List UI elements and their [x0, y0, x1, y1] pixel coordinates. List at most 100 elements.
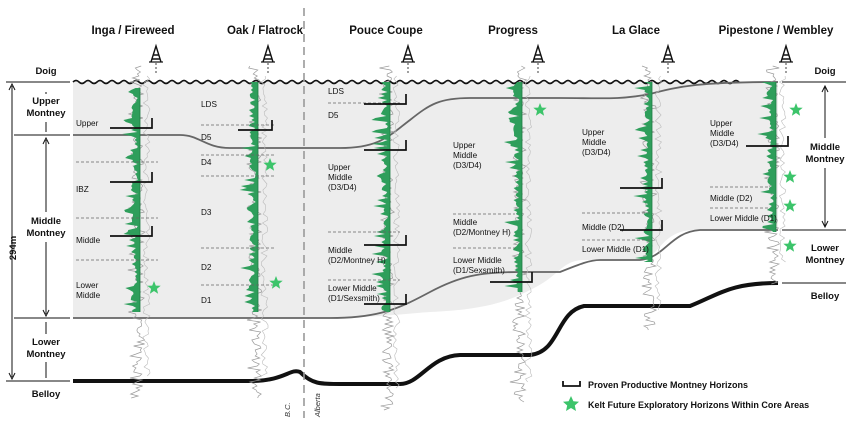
- progress-zone-m-1: Middle: [453, 218, 478, 227]
- proven-horizon-bracket: [110, 118, 153, 129]
- pipestone-zone-um-2: Middle: [710, 129, 735, 138]
- belloy-top: [73, 281, 779, 386]
- pouce-zone-um-1: Upper: [328, 163, 351, 172]
- legend-proven-label: Proven Productive Montney Horizons: [588, 380, 748, 390]
- legend: Proven Productive Montney Horizons Kelt …: [562, 380, 809, 411]
- pouce-zone-m-2: (D2/Montney H): [328, 256, 386, 265]
- right-lower-montney-label-1: Lower: [811, 243, 839, 254]
- pouce-zone-m-1: Middle: [328, 246, 353, 255]
- exploratory-horizon-star-icon: [783, 170, 797, 183]
- proven-horizon-bracket: [238, 120, 273, 131]
- exploratory-horizon-star-icon: [783, 239, 797, 252]
- proven-horizon-bracket: [620, 220, 663, 231]
- laglace-zone-um-2: Middle: [582, 138, 607, 147]
- well-log-laglace: [633, 65, 663, 331]
- pouce-zone-um-3: (D3/D4): [328, 183, 357, 192]
- laglace-zone-um-1: Upper: [582, 128, 605, 137]
- right-middle-montney-label-2: Montney: [805, 154, 845, 165]
- well-title-pouce: Pouce Coupe: [349, 25, 422, 37]
- exploratory-horizon-star-icon: [269, 276, 283, 289]
- progress-zone-um-2: Middle: [453, 151, 478, 160]
- oak-zone-d4: D4: [201, 158, 212, 167]
- oak-zone-d3: D3: [201, 208, 212, 217]
- well-log-pipestone: [757, 65, 787, 285]
- left-upper-montney-label-2: Montney: [26, 108, 66, 119]
- oak-zone-d2: D2: [201, 263, 212, 272]
- derrick-icon: [779, 43, 793, 74]
- left-doig-label: Doig: [35, 66, 56, 77]
- well-title-progress: Progress: [488, 25, 538, 37]
- left-middle-montney-label-2: Montney: [26, 228, 66, 239]
- legend-proven-bracket-icon: [562, 381, 581, 387]
- exploratory-horizon-star-icon: [147, 281, 161, 294]
- right-middle-montney-label-1: Middle: [810, 142, 840, 153]
- inga-zone-lower-1: Lower: [76, 281, 99, 290]
- left-lower-montney-label-1: Lower: [32, 337, 60, 348]
- progress-zone-um-3: (D3/D4): [453, 161, 482, 170]
- exploratory-horizon-star-icon: [533, 103, 547, 116]
- right-belloy-label: Belloy: [811, 291, 840, 302]
- well-title-inga: Inga / Fireweed: [91, 25, 174, 37]
- pipestone-zone-um-3: (D3/D4): [710, 139, 739, 148]
- well-log-progress: [503, 65, 533, 403]
- oak-zone-lds: LDS: [201, 100, 217, 109]
- well-log-oak: [239, 65, 269, 399]
- laglace-zone-d1: Lower Middle (D1): [582, 245, 649, 254]
- laglace-zone-d2: Middle (D2): [582, 223, 625, 232]
- derrick-icon: [661, 43, 675, 74]
- oak-zone-d1: D1: [201, 296, 212, 305]
- legend-star-icon: [563, 396, 579, 411]
- exploratory-horizon-star-icon: [783, 199, 797, 212]
- pipestone-zone-d1: Lower Middle (D1): [710, 214, 777, 223]
- proven-horizon-bracket: [364, 140, 407, 151]
- border-bc-label: B.C.: [283, 402, 292, 417]
- well-log-inga: [122, 65, 151, 399]
- right-doig-label: Doig: [814, 66, 835, 77]
- proven-horizon-bracket: [364, 94, 407, 105]
- derrick-icon: [149, 43, 163, 74]
- inga-zone-upper: Upper: [76, 119, 99, 128]
- proven-horizon-bracket: [490, 272, 533, 283]
- doig-unconformity: [72, 79, 740, 85]
- proven-horizon-bracket: [620, 178, 663, 189]
- progress-zone-lm-1: Lower Middle: [453, 256, 502, 265]
- proven-horizon-bracket: [364, 235, 407, 246]
- left-lower-montney-label-2: Montney: [26, 349, 66, 360]
- exploratory-horizon-star-icon: [263, 158, 277, 171]
- well-title-oak: Oak / Flatrock: [227, 25, 304, 37]
- pouce-zone-um-2: Middle: [328, 173, 353, 182]
- laglace-zone-um-3: (D3/D4): [582, 148, 611, 157]
- left-belloy-label: Belloy: [32, 389, 61, 400]
- proven-horizon-bracket: [110, 226, 153, 237]
- legend-future-label: Kelt Future Exploratory Horizons Within …: [588, 400, 809, 410]
- thickness-label: 294m: [8, 236, 19, 260]
- right-lower-montney-label-2: Montney: [805, 255, 845, 266]
- inga-zone-ibz: IBZ: [76, 185, 89, 194]
- left-middle-montney-label-1: Middle: [31, 216, 61, 227]
- left-upper-montney-label-1: Upper: [32, 96, 60, 107]
- derrick-icon: [531, 43, 545, 74]
- pouce-zone-lm-1: Lower Middle: [328, 284, 377, 293]
- progress-zone-m-2: (D2/Montney H): [453, 228, 511, 237]
- proven-horizon-bracket: [746, 136, 789, 147]
- pipestone-zone-um-1: Upper: [710, 119, 733, 128]
- oak-zone-d5: D5: [201, 133, 212, 142]
- pouce-zone-lds: LDS: [328, 87, 344, 96]
- exploratory-horizon-star-icon: [789, 103, 803, 116]
- proven-horizon-bracket: [110, 172, 153, 183]
- well-title-pipestone: Pipestone / Wembley: [719, 25, 834, 37]
- pipestone-zone-d2: Middle (D2): [710, 194, 753, 203]
- inga-zone-middle: Middle: [76, 236, 101, 245]
- well-title-laglace: La Glace: [612, 25, 660, 37]
- derrick-icon: [401, 43, 415, 74]
- progress-zone-um-1: Upper: [453, 141, 476, 150]
- border-alberta-label: Alberta: [313, 393, 322, 418]
- pouce-zone-d5: D5: [328, 111, 339, 120]
- montney-interval-fill: [73, 82, 778, 318]
- derrick-icon: [261, 43, 275, 74]
- progress-zone-lm-2: (D1/Sexsmith): [453, 266, 505, 275]
- inga-zone-lower-2: Middle: [76, 291, 101, 300]
- upper-montney-base: [73, 81, 779, 149]
- pouce-zone-lm-2: (D1/Sexsmith): [328, 294, 380, 303]
